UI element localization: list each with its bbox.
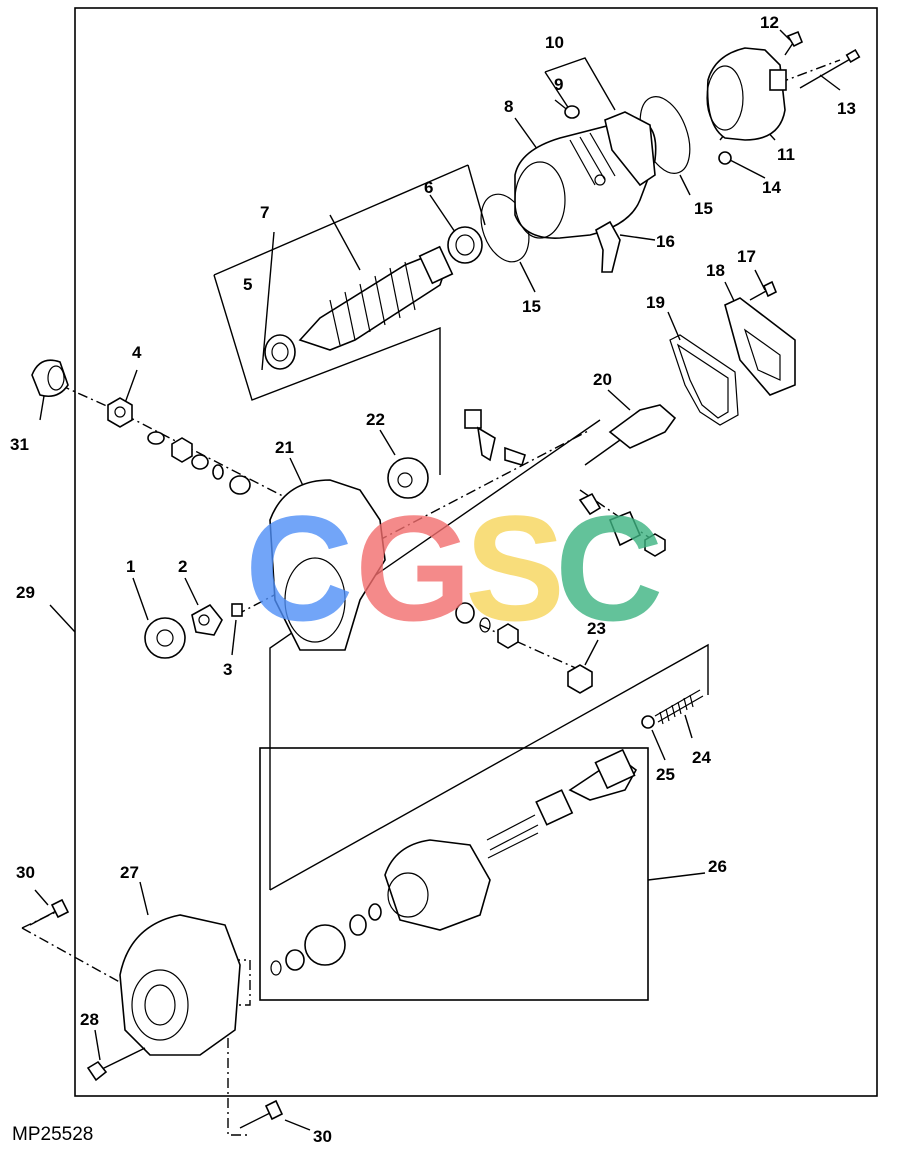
callout-30a: 30 — [16, 863, 35, 882]
callout-31: 31 — [10, 435, 29, 454]
callouts: 1 2 3 4 5 6 7 8 9 10 11 12 13 14 15 15 1… — [10, 13, 856, 1146]
callout-14: 14 — [762, 178, 781, 197]
callout-6: 6 — [424, 178, 433, 197]
callout-15b: 15 — [694, 199, 713, 218]
callout-29: 29 — [16, 583, 35, 602]
callout-10: 10 — [545, 33, 564, 52]
callout-28: 28 — [80, 1010, 99, 1029]
callout-13: 13 — [837, 99, 856, 118]
callout-8: 8 — [504, 97, 513, 116]
callout-15a: 15 — [522, 297, 541, 316]
callout-5: 5 — [243, 275, 252, 294]
callout-2: 2 — [178, 557, 187, 576]
callout-7: 7 — [260, 203, 269, 222]
callout-18: 18 — [706, 261, 725, 280]
watermark-letter-3: S — [465, 484, 565, 652]
watermark: C G S C — [245, 484, 663, 652]
callout-17: 17 — [737, 247, 756, 266]
callout-20: 20 — [593, 370, 612, 389]
callout-16: 16 — [656, 232, 675, 251]
callout-11: 11 — [777, 145, 795, 164]
callout-4: 4 — [132, 343, 142, 362]
callout-12: 12 — [760, 13, 779, 32]
figure-id: MP25528 — [12, 1124, 93, 1145]
callout-9: 9 — [554, 75, 563, 94]
callout-25: 25 — [656, 765, 675, 784]
callout-21: 21 — [275, 438, 294, 457]
watermark-letter-2: G — [355, 484, 472, 652]
callout-1: 1 — [126, 557, 135, 576]
assembly-frame — [74, 7, 878, 1097]
callout-3: 3 — [223, 660, 232, 679]
watermark-letter-4: C — [555, 484, 663, 652]
watermark-letter-1: C — [245, 484, 353, 652]
callout-22: 22 — [366, 410, 385, 429]
drive-subassembly-box — [259, 747, 649, 1001]
callout-30b: 30 — [313, 1127, 332, 1146]
callout-24: 24 — [692, 748, 711, 767]
callout-23: 23 — [587, 619, 606, 638]
callout-19: 19 — [646, 293, 665, 312]
callout-26: 26 — [708, 857, 727, 876]
gear-22 — [387, 457, 429, 499]
part-drawings — [29, 30, 861, 1129]
leader-lines — [34, 29, 841, 1131]
callout-27: 27 — [120, 863, 139, 882]
